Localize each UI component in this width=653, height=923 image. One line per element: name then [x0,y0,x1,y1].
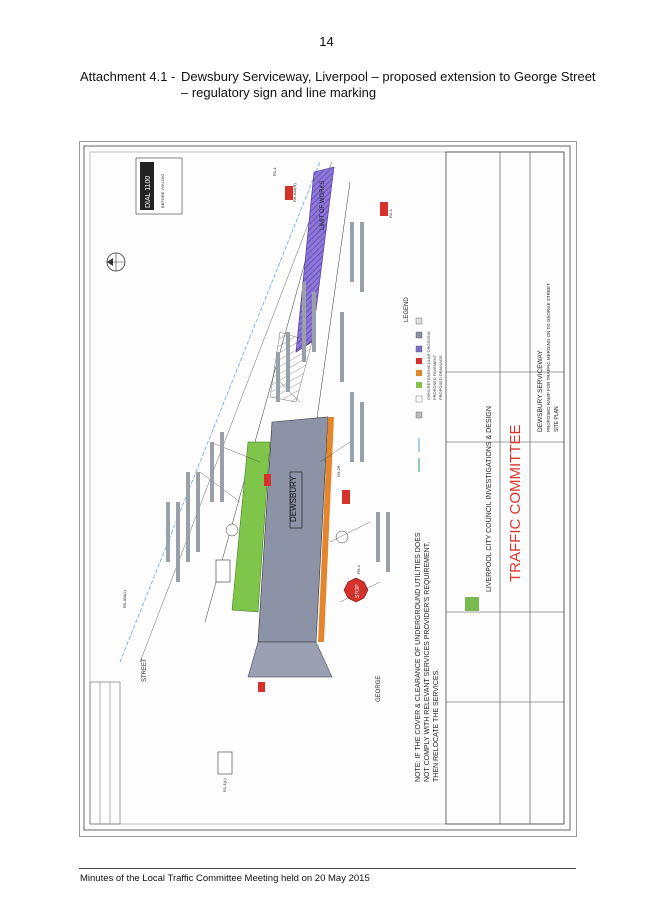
legend-item: PROPOSED PAVEMENT [432,354,437,400]
drawing-title: PROPOSED RAMP FOR TRAFFIC MERGING ON TO … [546,283,551,432]
dial-before-you-dig-logo: DIAL 1100 BEFORE YOU DIG [135,157,183,215]
sign-tag: G9-26 [336,465,341,477]
street-label: STREET [142,658,148,682]
title-block: LIVERPOOL CITY COUNCIL INVESTIGATIONS & … [445,151,565,825]
project-name: DEWSBURY SERVICEWAY [537,350,544,432]
council-logo-icon [465,597,479,611]
svg-text:STOP: STOP [355,584,361,598]
sign-tag: R6-400(R) [292,183,297,202]
site-plan-drawing: LIVERPOOL CITY COUNCIL INVESTIGATIONS & … [79,141,577,837]
annotation-leaders [199,381,381,603]
council-name: LIVERPOOL CITY COUNCIL INVESTIGATIONS & … [486,406,493,592]
svg-text:BEFORE YOU DIG: BEFORE YOU DIG [160,174,165,208]
limit-of-works-label: LIMIT OF WORKS [320,180,326,230]
sign-markers [258,186,388,692]
sign-tag: R2-4 [388,209,393,218]
north-arrow-icon [106,252,126,272]
footer-text: Minutes of the Local Traffic Committee M… [80,873,370,884]
attachment-label: Attachment 4.1 - [80,69,176,84]
svg-text:DIAL 1100: DIAL 1100 [145,176,152,208]
sign-tag: R1-1(L) [222,778,227,792]
legend-item: PROPOSED DRAINAGE [438,355,443,400]
street-name-george: GEORGE [376,676,382,702]
drawing-subtitle: SITE PLAN [554,406,560,432]
sign-tag: R1-1 [272,167,277,176]
sign-tag: R5-400(L) [122,589,127,608]
legend-heading: LEGEND [404,297,410,322]
page-number: 14 [319,34,334,49]
attachment-title: Dewsbury Serviceway, Liverpool – propose… [181,69,596,100]
street-name-dewsbury: DEWSBURY [289,475,298,522]
drawing-notes [166,222,390,582]
proposed-landscaping [231,441,271,613]
sign-tag: RS-1 [356,564,361,574]
footer-divider [79,868,576,869]
legend-item: CONCRETE/VEHICULAR CROSSING [426,331,431,400]
services-note: NOTE: IF THE COVER & CLEARANCE OF UNDERG… [415,530,440,782]
sign-callouts [215,523,349,775]
legend: LEGEND CONCRETE/VEHICULAR CROSSING PROPO… [404,297,443,472]
traffic-committee-stamp: TRAFFIC COMMITTEE [507,425,524,583]
stop-sign-icon: STOP [343,577,369,603]
